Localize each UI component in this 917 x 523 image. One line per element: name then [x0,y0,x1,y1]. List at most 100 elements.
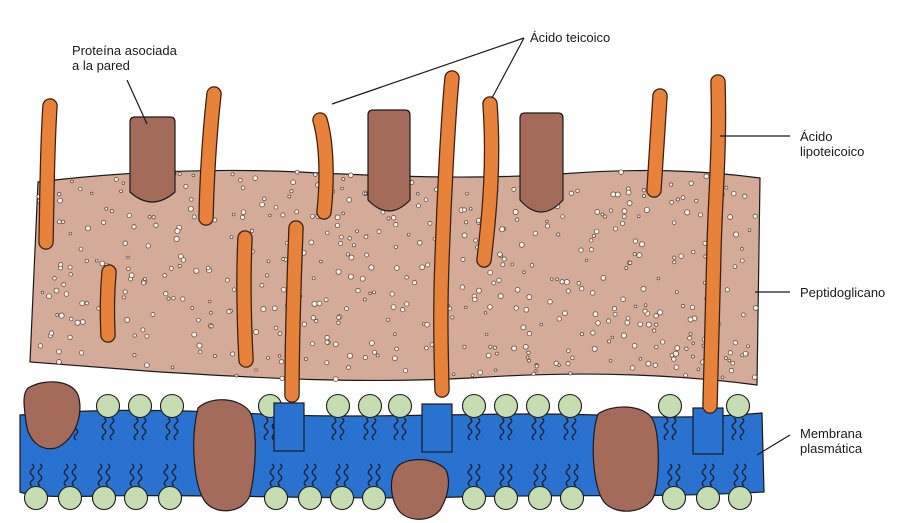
peptidoglycan-speckle [733,265,737,269]
peptidoglycan-speckle [41,291,44,294]
peptidoglycan-speckle [639,358,642,361]
teichoic-rod-10 [292,228,296,395]
peptidoglycan-speckle [267,260,270,263]
peptidoglycan-speckle [174,236,179,241]
peptidoglycan-speckle [632,343,637,348]
peptidoglycan-speckle [335,215,340,220]
peptidoglycan-speckle [280,376,284,380]
peptidoglycan-speckle [349,255,354,260]
peptidoglycan-speckle [728,215,733,220]
peptidoglycan-speckle [240,215,244,219]
peptidoglycan-speckle [232,213,235,216]
peptidoglycan-speckle [684,373,688,377]
peptidoglycan-speckle [142,281,146,285]
peptidoglycan-speckle [679,254,684,259]
peptidoglycan-speckle [394,222,398,226]
peptidoglycan-speckle [315,319,318,322]
peptidoglycan-speckle [689,332,692,335]
peptidoglycan-speckle [58,198,63,203]
peptidoglycan-speckle [127,267,131,271]
peptidoglycan-speckle [451,316,454,319]
peptidoglycan-speckle [274,326,278,330]
peptidoglycan-speckle [178,172,181,175]
peptidoglycan-speckle [521,325,526,330]
peptidoglycan-speckle [484,312,487,315]
peptidoglycan-speckle [643,309,647,313]
teichoic-rod-1 [46,106,50,242]
peptidoglycan-speckle [609,359,612,362]
peptidoglycan-speckle [673,256,676,259]
peptidoglycan-speckle [589,239,593,243]
peptidoglycan-speckle [689,181,693,185]
peptidoglycan-speckle [269,214,272,217]
peptidoglycan-speckle [622,209,627,214]
peptidoglycan-speckle [192,215,196,219]
peptidoglycan-speckle [551,278,554,281]
peptidoglycan-speckle [515,218,518,221]
label-peptidoglycan: Peptidoglicano [800,285,885,300]
peptidoglycan-speckle [391,215,396,220]
peptidoglycan-speckle [420,265,425,270]
peptidoglycan-speckle [129,273,134,278]
peptidoglycan-speckle [621,221,625,225]
peptidoglycan-speckle [691,355,694,358]
peptidoglycan-speckle [290,190,293,193]
peptidoglycan-speckle [395,266,400,271]
peptidoglycan-speckle [194,268,199,273]
peptidoglycan-speckle [302,322,306,326]
peptidoglycan-speckle [347,366,351,370]
lipid-head [331,487,354,510]
peptidoglycan-speckle [634,305,637,308]
peptidoglycan-speckle [68,335,72,339]
peptidoglycan-speckle [377,230,381,234]
peptidoglycan-speckle [497,278,501,282]
peptidoglycan-speckle [571,356,575,360]
peptidoglycan-speckle [752,375,757,380]
peptidoglycan-speckle [132,225,136,229]
peptidoglycan-speckle [363,298,366,301]
peptidoglycan-speckle [460,285,464,289]
peptidoglycan-speckle [61,220,64,223]
teichoic-rod-5 [484,104,492,260]
peptidoglycan-speckle [532,372,536,376]
peptidoglycan-speckle [312,277,315,280]
peptidoglycan-speckle [653,363,657,367]
peptidoglycan-speckle [512,346,517,351]
peptidoglycan-speckle [424,198,428,202]
lipid-head [495,395,518,418]
peptidoglycan-speckle [601,276,606,281]
peptidoglycan-speckle [340,235,344,239]
peptidoglycan-speckle [589,248,593,252]
peptidoglycan-speckle [546,220,549,223]
peptidoglycan-speckle [260,283,264,287]
peptidoglycan-speckle [342,178,345,181]
lipid-head [327,395,350,418]
peptidoglycan-speckle [753,306,758,311]
peptidoglycan-speckle [80,301,85,306]
peptidoglycan-speckle [523,271,526,274]
peptidoglycan-speckle [488,305,493,310]
peptidoglycan-speckle [566,289,570,293]
peptidoglycan-speckle [342,212,345,215]
peptidoglycan-speckle [681,196,685,200]
peptidoglycan-speckle [614,227,618,231]
peptidoglycan-speckle [80,320,85,325]
peptidoglycan-speckle [489,345,492,348]
peptidoglycan-speckle [255,369,258,372]
peptidoglycan-speckle [557,233,560,236]
peptidoglycan-speckle [125,317,130,322]
peptidoglycan-speckle [430,343,434,347]
peptidoglycan-speckle [540,323,543,326]
peptidoglycan-speckle [485,333,488,336]
peptidoglycan-speckle [230,236,233,239]
peptidoglycan-speckle [674,365,679,370]
peptidoglycan-speckle [685,210,690,215]
peptidoglycan-speckle [642,194,645,197]
peptidoglycan-speckle [502,257,506,261]
peptidoglycan-speckle [721,376,724,379]
peptidoglycan-speckle [56,314,59,317]
peptidoglycan-speckle [622,215,626,219]
peptidoglycan-speckle [365,253,369,257]
peptidoglycan-speckle [644,304,647,307]
